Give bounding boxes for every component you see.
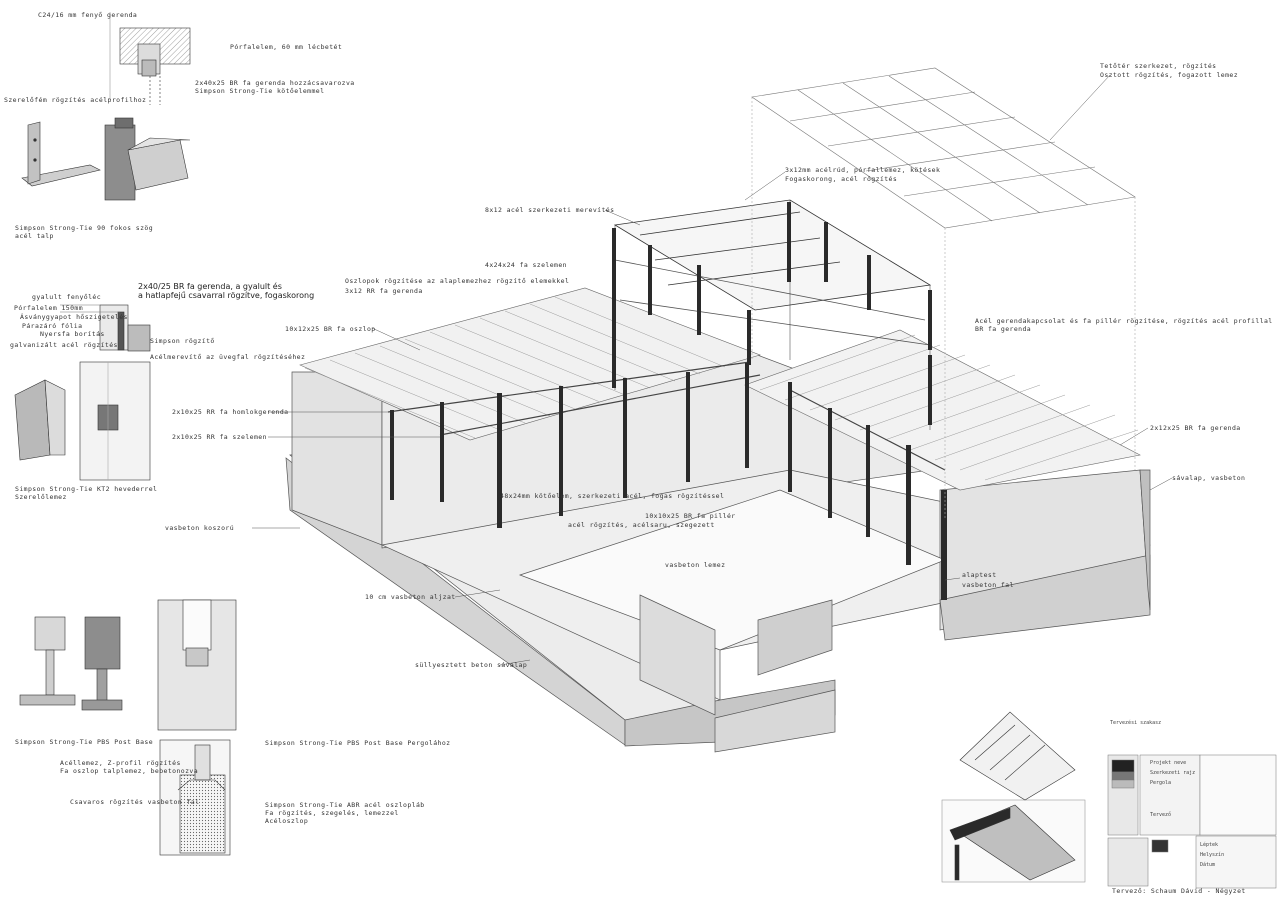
label-main-6: 2x10x25 RR fa homlokgerenda [172,408,289,416]
label-main-15: 10 cm vasbeton aljzat [365,593,456,601]
title-block-date: Dátum [1200,862,1216,868]
label-mid-detail-8: galvanizált acél rögzítés [10,341,118,349]
label-bottom-detail-1: Simpson Strong-Tie PBS Post Base Pergolá… [265,739,451,747]
label-bottom-detail-7: Acéloszlop [265,817,309,825]
label-mid-detail-4: Ásványgyapot hőszigetelés [20,313,128,321]
label-main-14: süllyesztett beton sávalap [415,661,528,669]
label-main-17: 2x12x25 BR fa gerenda [1150,424,1241,432]
label-mid-detail-3: Pórfalelem 150mm [14,304,84,312]
label-mid-detail-7: Simpson rögzítő [150,337,215,345]
label-top-detail-0: C24/16 mm fenyő gerenda [38,11,138,19]
label-top-detail-6: acél talp [15,232,54,240]
label-main-10: 10x10x25 BR fa pillér [645,512,736,520]
label-main-7: 2x10x25 RR fa szelemen [172,433,267,441]
label-main-3: Oszlopok rögzítése az alaplemezhez rögzí… [345,277,570,285]
label-main-23: Fogaskorong, acél rögzítés [785,175,898,183]
detail-bottom-section [19,599,237,856]
label-top-detail-3: Simpson Strong-Tie kötőelemmel [195,87,325,95]
label-bottom-detail-6: Fa rögzítés, szegelés, lemezzel [265,809,399,817]
label-main-1: 3x12mm acélrúd, pórfallemez, kötések [785,166,941,174]
title-block-designer: Tervező: Schaum Dávid - Négyzet [1112,887,1246,895]
label-main-4: 10x12x25 BR fa oszlop [285,325,376,333]
label-bottom-detail-3: Fa oszlop talplemez, bebetonozva [60,767,199,775]
label-mid-detail-0: 2x40/25 BR fa gerenda, a gyalult és [138,282,282,291]
label-main-2: 4x24x24 fa szelemen [485,261,567,269]
title-block-drawing: Szerkezeti rajz [1150,770,1196,776]
label-main-9: 48x24mm kötőelem, szerkezeti acél, fogas… [500,492,725,500]
label-top-detail-1: Pórfalelem, 60 mm lécbetét [230,43,343,51]
title-block-scale: Léptek [1200,842,1219,848]
label-main-20: BR fa gerenda [975,325,1032,333]
thumbnail-views [941,711,1086,883]
label-mid-detail-2: gyalult fenyőléc [32,293,102,301]
label-main-21: vasbeton fal [962,581,1014,589]
label-main-19: Acél gerendakapcsolat és fa pillér rögzí… [975,317,1273,325]
label-main-13: alaptest [962,571,997,579]
title-block-author: Tervező [1150,812,1172,818]
front-step [714,689,836,753]
label-bottom-detail-5: Simpson Strong-Tie ABR acél oszlopláb [265,801,425,809]
label-main-0: 8x12 acél szerkezeti merevítés [485,206,615,214]
label-main-22: Osztott rögzítés, fogazott lemez [1100,71,1239,79]
label-main-8: vasbeton koszorú [165,524,235,532]
right-joist-lines [759,334,1139,481]
leader-lines [252,74,1173,666]
label-bottom-detail-2: Acéllemez, Z-profil rögzítés [60,759,181,767]
label-mid-detail-6: Nyersfa borítás [40,330,105,338]
label-top-detail-2: 2x40x25 BR fa gerenda hozzácsavarozva [195,79,355,87]
label-mid-detail-10: Simpson Strong-Tie KT2 hevederrel [15,485,158,493]
label-main-16: sávalap, vasbeton [1172,474,1246,482]
left-roof-deck [299,287,761,441]
title-block-site: Helyszín [1200,852,1225,858]
label-main-18: Tetőtér szerkezet, rögzítés [1100,62,1217,70]
label-mid-detail-1: a hatlapfejű csavarral rögzítve, fogasko… [138,291,315,300]
timber-posts [390,202,947,600]
right-wall-base [939,554,1151,641]
right-wall-end [1139,469,1151,611]
title-block-project: Projekt neve [1150,760,1187,766]
center-block-top [757,599,833,676]
title-block-phase: Tervezési szakasz [1110,720,1162,726]
label-bottom-detail-4: Csavaros rögzítés vasbeton fal [70,798,200,806]
label-top-detail-5: Simpson Strong-Tie 90 fokos szög [15,224,154,232]
detail-mid-section [14,304,151,481]
title-block [1107,754,1277,889]
label-bottom-detail-0: Simpson Strong-Tie PBS Post Base [15,738,154,746]
left-joist-lines [304,296,726,439]
label-main-12: vasbeton lemez [665,561,726,569]
label-top-detail-4: Szerelőfém rögzítés acélprofilhoz [4,96,147,104]
label-main-11: acél rögzítés, acélsaru, szegezett [568,521,715,529]
title-block-subject: Pergola [1150,780,1172,786]
right-roof-deck [744,329,1141,491]
label-mid-detail-5: Párazáró fólia [22,322,83,330]
label-mid-detail-11: Szerelőlemez [15,493,67,501]
detail-top-section [109,12,191,105]
floating-roof-grid [751,67,1136,520]
upper-frame-top [613,199,932,311]
detail-bracket-images [21,117,191,201]
label-mid-detail-9: Acélmerevítő az üvegfal rögzítéséhez [150,353,306,361]
center-block [639,594,716,716]
label-main-5: 3x12 RR fa gerenda [345,287,423,295]
